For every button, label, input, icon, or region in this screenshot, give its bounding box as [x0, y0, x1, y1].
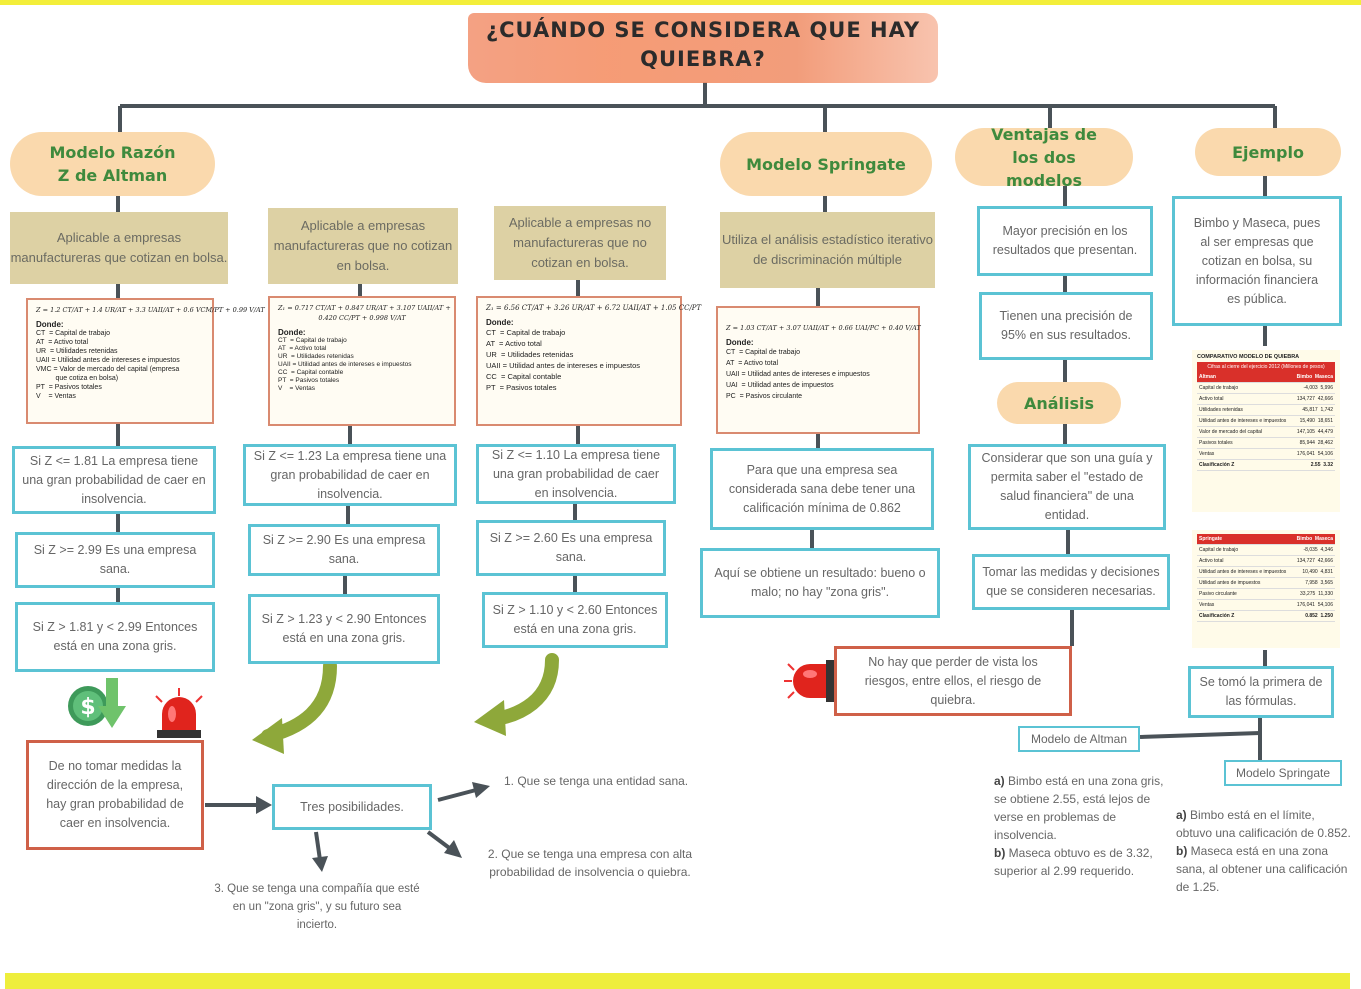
siren-icon [782, 656, 842, 711]
altman3-healthy: Si Z >= 2.60 Es una empresa sana. [476, 520, 666, 576]
ventaja-2: Tienen una precisión de 95% en sus resul… [979, 292, 1153, 360]
ventaja-1: Mayor precisión en los resultados que pr… [977, 206, 1153, 276]
possibility-2: 2. Que se tenga una empresa con alta pro… [487, 847, 693, 879]
svg-text:$: $ [80, 695, 95, 720]
page-title: ¿CUÁNDO SE CONSIDERA QUE HAY QUIEBRA? [485, 18, 921, 71]
bottom-warning: De no tomar medidas la dirección de la e… [26, 740, 204, 850]
curved-arrow-icon [252, 718, 284, 754]
ejemplo-altman-results: a) Bimbo está en una zona gris, se obtie… [994, 774, 1164, 878]
ejemplo-intro: Bimbo y Maseca, pues al ser empresas que… [1172, 196, 1342, 326]
ejemplo-springate-label: Modelo Springate [1224, 760, 1342, 786]
table-row: Capital de trabajo-4,003 5,996 [1197, 383, 1335, 394]
formula-altman-2: Z₁ = 0.717 CT/AT + 0.847 UR/AT + 3.107 U… [268, 296, 456, 426]
altman1-grey-zone: Si Z > 1.81 y < 2.99 Entonces está en un… [15, 602, 215, 672]
applies-altman-1: Aplicable a empresas manufactureras que … [10, 212, 228, 284]
header-springate: Modelo Springate [720, 132, 932, 196]
formula-altman-3: Z₁ = 6.56 CT/AT + 3.26 UR/AT + 6.72 UAII… [476, 296, 701, 426]
altman2-insolvency: Si Z <= 1.23 La empresa tiene una gran p… [243, 444, 457, 506]
top-accent-bar [0, 0, 1361, 5]
altman3-insolvency: Si Z <= 1.10 La empresa tiene una gran p… [476, 444, 676, 504]
header-ventajas: Ventajas de los dos modelos [955, 125, 1133, 190]
comparison-table-altman: COMPARATIVO MODELO DE QUIEBRA Cifras al … [1192, 350, 1340, 512]
applies-altman-3: Aplicable a empresas no manufactureras q… [494, 206, 666, 280]
header-analisis: Análisis [997, 382, 1121, 424]
altman1-healthy: Si Z >= 2.99 Es una empresa sana. [15, 532, 215, 588]
altman1-insolvency: Si Z <= 1.81 La empresa tiene una gran p… [12, 446, 216, 514]
analisis-1: Considerar que son una guía y permita sa… [968, 444, 1166, 530]
title-banner [468, 13, 938, 83]
applies-altman-2: Aplicable a empresas manufactureras que … [268, 208, 458, 284]
ejemplo-formula-note: Se tomó la primera de las fórmulas. [1188, 666, 1334, 718]
header-ejemplo: Ejemplo [1195, 128, 1341, 176]
siren-icon [150, 686, 208, 745]
possibility-1: 1. Que se tenga una entidad sana. [504, 774, 689, 788]
springate-warning: No hay que perder de vista los riesgos, … [834, 646, 1072, 716]
ejemplo-springate-results: a) Bimbo está en el límite, obtuvo una c… [1176, 808, 1351, 894]
formula-springate: Z = 1.03 CT/AT + 3.07 UAII/AT + 0.66 UAI… [716, 306, 921, 434]
possibility-3: 3. Que se tenga una compañía que esté en… [214, 883, 420, 931]
ejemplo-altman-label: Modelo de Altman [1018, 726, 1140, 752]
altman2-healthy: Si Z >= 2.90 Es una empresa sana. [248, 524, 440, 576]
springate-minimum: Para que una empresa sea considerada san… [710, 448, 934, 530]
header-altman: Modelo Razón Z de Altman [10, 132, 215, 196]
altman2-grey-zone: Si Z > 1.23 y < 2.90 Entonces está en un… [248, 594, 440, 664]
springate-result: Aquí se obtiene un resultado: bueno o ma… [700, 548, 940, 618]
analisis-2: Tomar las medidas y decisiones que se co… [972, 554, 1170, 610]
formula-altman-1: Z = 1.2 CT/AT + 1.4 UR/AT + 3.3 UAII/AT … [26, 298, 265, 424]
applies-springate: Utiliza el análisis estadístico iterativ… [720, 212, 935, 288]
bottom-accent-bar [5, 973, 1350, 989]
altman3-grey-zone: Si Z > 1.10 y < 2.60 Entonces está en un… [482, 592, 668, 648]
table-row: Capital de trabajo-8,035 4,346 [1197, 545, 1335, 556]
three-possibilities: Tres posibilidades. [272, 784, 432, 830]
money-down-icon: $ [66, 676, 130, 737]
